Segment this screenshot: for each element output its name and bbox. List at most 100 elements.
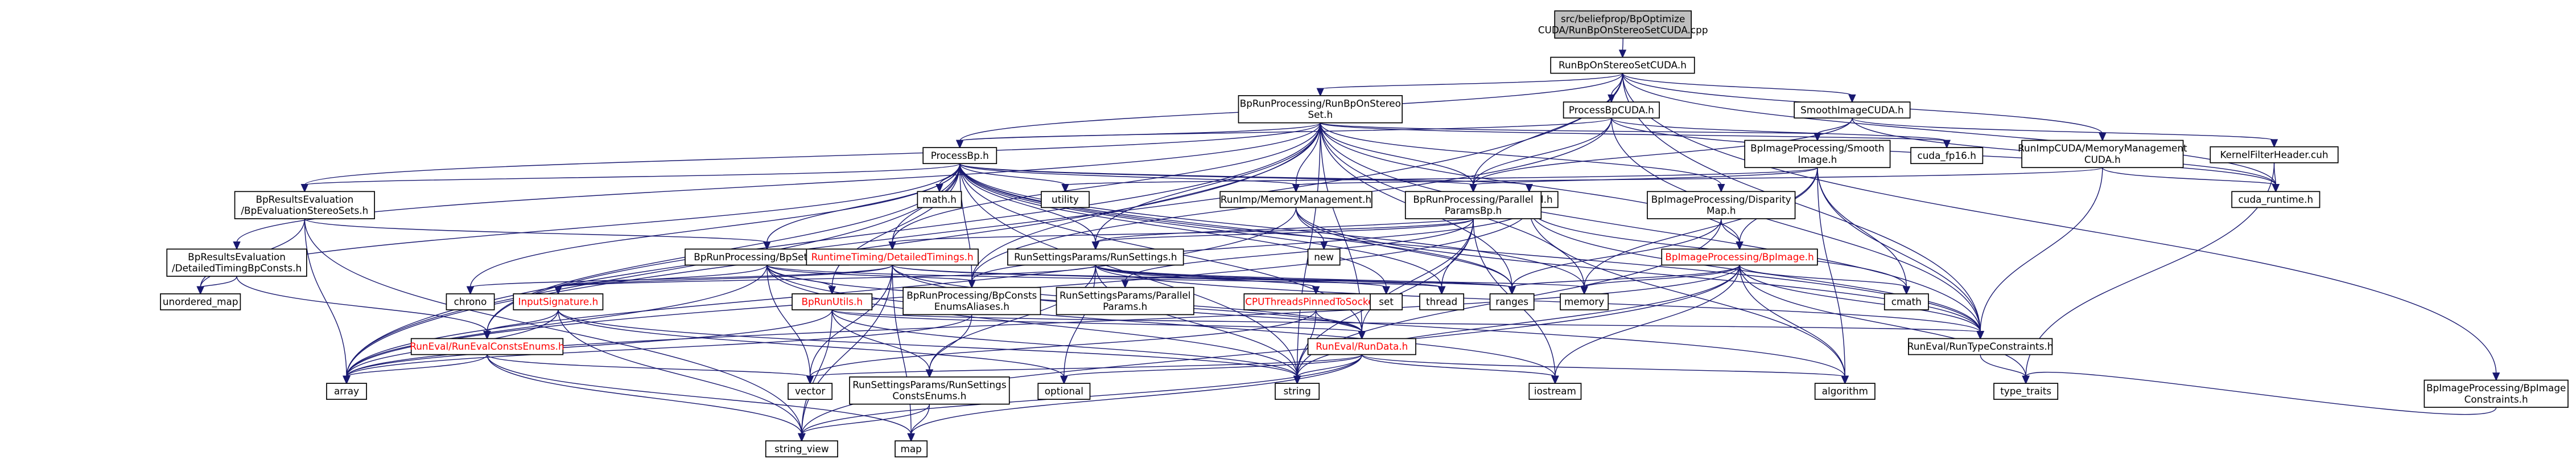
node-label: BpRunProcessing/RunBpOnStereo [1240,98,1401,109]
node-label: ConstsEnums.h [892,390,966,402]
node-mathH[interactable]: math.h [917,191,962,208]
node-box [806,248,979,266]
node-label: optional [1045,386,1083,397]
node-newH[interactable]: new [1307,248,1341,266]
node-label: ParamsBp.h [1445,205,1502,216]
edge-line [1622,38,1623,51]
node-box [1661,248,1818,266]
node-box [1560,293,1609,310]
edge-line [831,309,1981,333]
edge-line [1315,309,1363,333]
node-typeTraits[interactable]: type_traits [1993,383,2059,400]
edge-line [487,354,811,378]
node-kernelFilter[interactable]: KernelFilterHeader.cuh [2210,146,2339,163]
node-resultsStereo[interactable]: BpResultsEvaluation/BpEvaluationStereoSe… [234,191,375,219]
include-edge-bpRunStereo-to-runSettingsH [1091,122,1321,251]
node-label: RuntimeTiming/DetailedTimings.h [811,251,974,263]
include-edge-procBpCUDA-to-processBp [956,117,1612,149]
edge-arrowhead [2022,375,2030,384]
node-label: new [1314,251,1334,263]
node-label: Map.h [1707,205,1736,216]
node-map[interactable]: map [895,440,928,458]
edge-arrowhead [1358,331,1366,340]
node-cudaRuntime[interactable]: cuda_runtime.h [2231,191,2321,208]
node-iostream[interactable]: iostream [1528,383,1582,400]
node-cpuThreads[interactable]: CPUThreadsPinnedToSocket.h [1243,293,1388,310]
node-vector[interactable]: vector [788,383,833,400]
node-processBp[interactable]: ProcessBp.h [922,147,998,165]
edge-line [1622,73,1981,333]
include-edge-bpRunUtils-to-runSettingsConsts [831,310,934,378]
edge-line [910,404,930,435]
node-resultsTiming[interactable]: BpResultsEvaluation/DetailedTimingBpCons… [166,248,307,277]
node-procBpCUDA[interactable]: ProcessBpCUDA.h [1563,101,1660,119]
node-label: Params.h [1103,301,1147,312]
node-box [788,383,833,400]
include-edge-rbsCUDAh-to-smoothCUDA [1622,73,1856,103]
node-runtimeTiming[interactable]: RuntimeTiming/DetailedTimings.h [806,248,979,266]
edge-line [2102,167,2277,186]
node-cudaFp16[interactable]: cuda_fp16.h [1910,147,1984,165]
node-thread[interactable]: thread [1419,293,1465,310]
node-algorithm[interactable]: algorithm [1814,383,1876,400]
node-chrono[interactable]: chrono [446,293,495,310]
node-runSettingsH[interactable]: RunSettingsParams/RunSettings.h [1007,248,1184,266]
node-runEvalTypes[interactable]: RunEval/RunTypeConstraints.h [1907,338,2053,355]
node-optional[interactable]: optional [1037,383,1091,400]
node-bpImgSmooth[interactable]: BpImageProcessing/SmoothImage.h [1744,140,1891,169]
node-cmath[interactable]: cmath [1883,293,1929,310]
edge-arrowhead [1717,183,1725,193]
node-label: BpImageProcessing/Disparity [1651,194,1791,205]
node-string[interactable]: string [1275,383,1320,400]
edge-line [929,265,1097,371]
node-runImpMem[interactable]: RunImp/MemoryManagement.h [1219,191,1373,208]
node-runSettingsConsts[interactable]: RunSettingsParams/RunSettingsConstsEnums… [849,376,1010,405]
include-edge-bpSettings-to-vector [766,265,814,384]
edge-line [346,354,488,378]
node-bpImage[interactable]: BpImageProcessing/BpImage.h [1661,248,1818,266]
include-edge-bpRunUtils-to-runEvalTypes [831,309,1984,340]
edge-arrowhead [300,183,309,193]
include-edge-bpRunStereo-to-bpImgSmooth [1320,122,1821,142]
node-bpRunStereo[interactable]: BpRunProcessing/RunBpOnStereoSet.h [1238,95,1403,124]
node-memory[interactable]: memory [1560,293,1609,310]
node-runEvalConsts[interactable]: RunEval/RunEvalConstsEnums.h [410,338,564,355]
include-edge-runImpMemCUDA-to-runEvalTypes [1976,167,2103,340]
node-bpRunUtils[interactable]: BpRunUtils.h [792,293,873,310]
edge-arrowhead [888,241,896,251]
node-box [1908,338,2053,355]
edge-arrowhead [1902,286,1911,295]
edge-line [1095,265,1981,333]
node-setH[interactable]: set [1370,293,1403,310]
edge-line [1739,265,1981,333]
include-edge-inputSignature-to-stringView [558,310,806,442]
node-stringView[interactable]: string_view [765,440,838,458]
node-array[interactable]: array [326,383,367,400]
edge-arrowhead [1061,183,1069,193]
node-label: /BpEvaluationStereoSets.h [241,205,368,216]
edge-line [959,163,1387,288]
edge-line [1555,265,1740,377]
edge-line [236,276,488,333]
edge-line [1295,207,1512,288]
node-label: InputSignature.h [518,296,599,308]
node-runEvalData[interactable]: RunEval/RunData.h [1307,338,1416,355]
node-smoothCUDA[interactable]: SmoothImageCUDA.h [1794,101,1911,119]
node-label: BpImageProcessing/Smooth [1750,142,1884,154]
edge-arrowhead [233,241,241,251]
node-ranges[interactable]: ranges [1489,293,1535,310]
node-inputSignature[interactable]: InputSignature.h [513,293,604,310]
node-utility[interactable]: utility [1041,191,1090,208]
node-label: iostream [1534,386,1576,397]
node-box [234,191,375,219]
include-edge-bpRunStereo-to-resultsStereo [300,122,1321,193]
node-unorderedMap[interactable]: unordered_map [160,293,241,310]
node-rbsCUDAh[interactable]: RunBpOnStereoSetCUDA.h [1550,56,1695,74]
edge-arrowhead [2270,139,2278,148]
